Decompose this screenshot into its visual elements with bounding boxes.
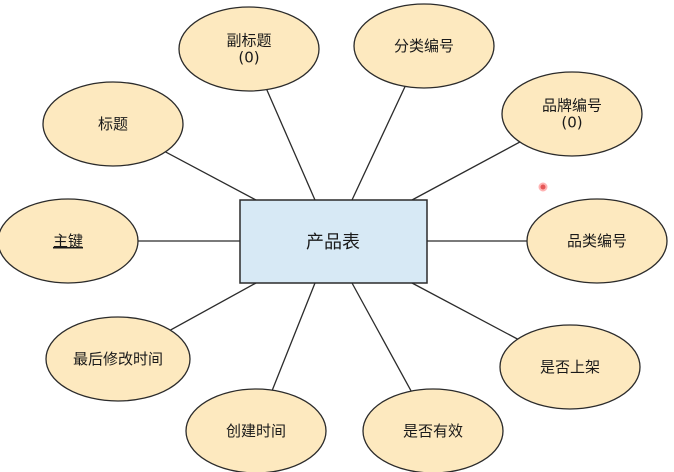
attribute-label-subtitle-line-1: 副标题: [226, 32, 271, 50]
attribute-ellipse-primary-key[interactable]: [0, 198, 139, 284]
attribute-label-last-modified-time: 最后修改时间: [73, 350, 163, 368]
entity-node: 产品表: [239, 199, 428, 284]
attribute-node-category-code[interactable]: 分类编号: [353, 3, 495, 89]
attribute-label-is-valid: 是否有效: [403, 422, 463, 440]
attribute-ellipse-subtitle[interactable]: [178, 6, 320, 92]
attribute-label-brand-code-line-1: 品牌编号: [542, 97, 602, 115]
attribute-label-category-code: 分类编号: [394, 37, 454, 55]
attribute-node-is-listed[interactable]: 是否上架: [499, 324, 641, 410]
attribute-ellipse-last-modified-time[interactable]: [45, 316, 191, 402]
attribute-label-subtitle-line-2: (0): [238, 49, 259, 67]
attribute-node-subtitle[interactable]: 副标题(0): [178, 6, 320, 92]
attribute-node-product-category-code[interactable]: 品类编号: [526, 198, 668, 284]
attribute-node-last-modified-time[interactable]: 最后修改时间: [45, 316, 191, 402]
attribute-node-created-time[interactable]: 创建时间: [185, 388, 327, 472]
attribute-node-title[interactable]: 标题: [42, 81, 184, 167]
attribute-label-product-category-code: 品类编号: [567, 232, 627, 250]
cursor-dot: [538, 182, 548, 192]
attribute-ellipse-brand-code[interactable]: [501, 71, 643, 157]
attribute-nodes: 副标题(0)分类编号品牌编号(0)标题主键品类编号最后修改时间是否上架创建时间是…: [0, 3, 668, 472]
attribute-node-primary-key[interactable]: 主键: [0, 198, 139, 284]
attribute-ellipse-is-listed[interactable]: [499, 324, 641, 410]
attribute-label-is-listed: 是否上架: [540, 358, 600, 376]
attribute-ellipse-title[interactable]: [42, 81, 184, 167]
attribute-label-created-time: 创建时间: [226, 422, 286, 440]
attribute-label-primary-key: 主键: [53, 232, 83, 250]
attribute-node-brand-code[interactable]: 品牌编号(0): [501, 71, 643, 157]
entity-label: 产品表: [306, 232, 360, 253]
attribute-ellipse-category-code[interactable]: [353, 3, 495, 89]
attribute-label-title: 标题: [98, 115, 128, 133]
attribute-ellipse-is-valid[interactable]: [362, 388, 504, 472]
attribute-ellipse-product-category-code[interactable]: [526, 198, 668, 284]
attribute-ellipse-created-time[interactable]: [185, 388, 327, 472]
attribute-node-is-valid[interactable]: 是否有效: [362, 388, 504, 472]
entity-box-product-table[interactable]: [239, 199, 428, 284]
attribute-label-brand-code-line-2: (0): [561, 114, 582, 132]
